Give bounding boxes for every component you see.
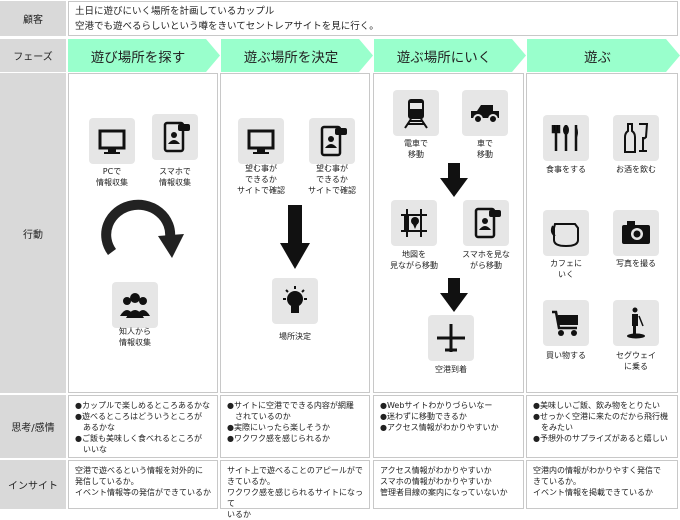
car-icon xyxy=(462,90,508,136)
insight-2: サイト上で遊べることのアピールがで きているか。 ワクワク感を感じられるサイトに… xyxy=(220,460,370,519)
pc-icon xyxy=(238,118,284,164)
action-label: 買い物する xyxy=(546,351,586,360)
action-label: セグウェイ に乗る xyxy=(616,351,656,371)
people-icon xyxy=(112,282,158,328)
insight-1: 空港で遊べるという情報を対外的に 発信しているか。 イベント情報等の発信ができて… xyxy=(68,460,218,509)
action-label: 食事をする xyxy=(546,165,586,174)
insight-4: 空港内の情報がわかりやすく発信で きているか。 イベント情報を掲載できているか xyxy=(526,460,678,509)
row-label-thoughts: 思考/感情 xyxy=(0,395,66,458)
action-label: PCで 情報収集 xyxy=(96,167,128,187)
smartphone-icon xyxy=(152,114,198,160)
airplane-icon xyxy=(428,315,474,361)
down-arrow-icon xyxy=(280,205,310,269)
phase-3: 遊ぶ場所にいく xyxy=(374,39,526,72)
smartphone-icon xyxy=(309,118,355,164)
row-label-insight: インサイト xyxy=(0,460,66,509)
action-label: 電車で 移動 xyxy=(404,139,428,159)
pc-icon xyxy=(89,118,135,164)
row-label-customer: 顧客 xyxy=(0,1,66,36)
row-label-phase: フェーズ xyxy=(0,39,66,72)
customer-description: 土日に遊びにいく場所を計画しているカップル 空港でも遊べるらしいという噂をきいて… xyxy=(68,1,678,36)
map-icon xyxy=(391,200,437,246)
lightbulb-icon xyxy=(272,278,318,324)
action-label: 知人から 情報収集 xyxy=(119,327,151,347)
segway-icon xyxy=(613,300,659,346)
coffee-pot-icon xyxy=(543,210,589,256)
action-label: 望む事が できるか サイトで確認 xyxy=(308,164,356,195)
cutlery-icon xyxy=(543,115,589,161)
action-label: スマホで 情報収集 xyxy=(159,167,191,187)
action-label: 写真を撮る xyxy=(616,259,656,268)
phase-4: 遊ぶ xyxy=(527,39,680,72)
action-label: スマホを見な がら移動 xyxy=(462,250,510,270)
thoughts-1: ●カップルで楽しめるところあるかな ●遊べるところはどういうところが あるかな … xyxy=(68,395,218,458)
phase-1: 遊び場所を探す xyxy=(68,39,220,72)
action-label: お酒を飲む xyxy=(616,165,656,174)
phase-2: 遊ぶ場所を決定 xyxy=(221,39,373,72)
action-label: 空港到着 xyxy=(435,365,467,374)
down-arrow-icon xyxy=(440,278,468,312)
smartphone-icon xyxy=(463,200,509,246)
action-label: 車で 移動 xyxy=(477,139,493,159)
thoughts-2: ●サイトに空港でできる内容が網羅 されているのか ●実際にいったら楽しそうか ●… xyxy=(220,395,370,458)
camera-icon xyxy=(613,210,659,256)
cart-icon xyxy=(543,300,589,346)
action-label: 地図を 見ながら移動 xyxy=(390,250,438,270)
thoughts-3: ●Webサイトわかりづらいなー ●迷わずに移動できるか ●アクセス情報がわかりや… xyxy=(373,395,524,458)
insight-3: アクセス情報がわかりやすいか スマホの情報がわかりやすいか 管理者目線の案内にな… xyxy=(373,460,524,509)
down-arrow-icon xyxy=(440,163,468,197)
cycle-arrow-icon xyxy=(101,199,184,258)
action-label: カフェに いく xyxy=(550,259,582,279)
row-label-action: 行動 xyxy=(0,73,66,393)
drinks-icon xyxy=(613,115,659,161)
action-label: 望む事が できるか サイトで確認 xyxy=(237,164,285,195)
thoughts-4: ●美味しいご飯、飲み物をとりたい ●せっかく空港に来たのだから飛行機 をみたい … xyxy=(526,395,678,458)
train-icon xyxy=(393,90,439,136)
action-label: 場所決定 xyxy=(279,332,311,341)
